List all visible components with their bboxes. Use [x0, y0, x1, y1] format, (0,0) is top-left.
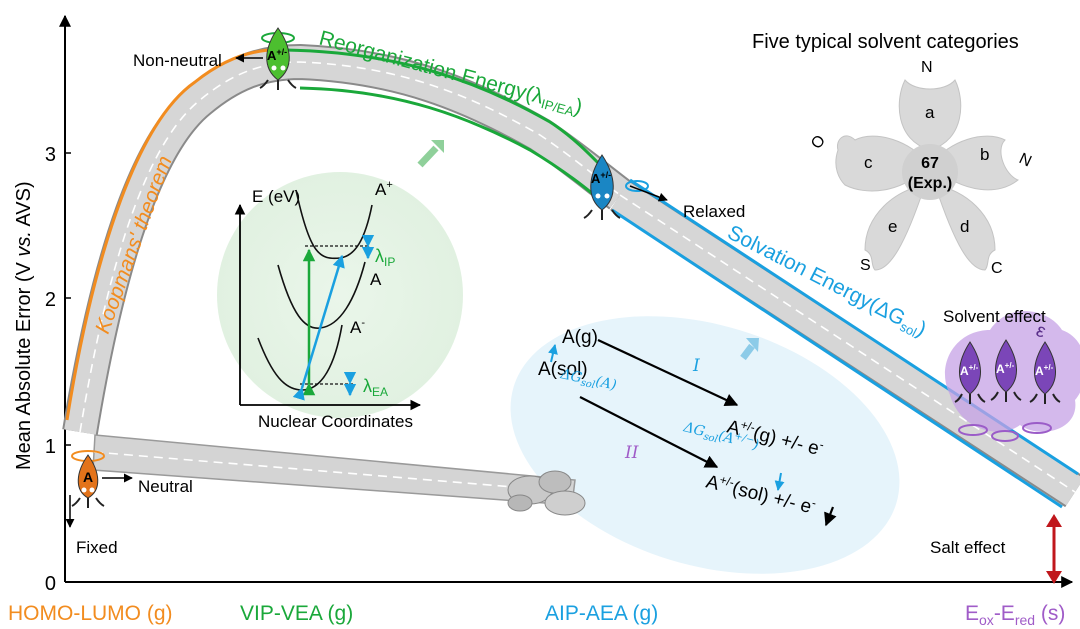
- mascot-solvent-cluster: A+/- A+/- A+/- ε: [945, 311, 1080, 442]
- x-category-labels: HOMO-LUMO (g) VIP-VEA (g) AIP-AEA (g) Eo…: [8, 602, 1065, 628]
- petal-label: c: [864, 153, 873, 172]
- solvent-mascot: A+/-: [1022, 341, 1061, 434]
- halo-icon: [625, 180, 649, 192]
- energy-inset-background: [217, 172, 463, 418]
- mascot-neutral-fixed: A: [65, 450, 133, 528]
- solvent-mascot: A+/-: [990, 339, 1022, 442]
- reorg-edge-bottom: [299, 86, 607, 207]
- solvent-flower: Five typical solvent categories 67 (Exp.…: [752, 31, 1034, 277]
- flower-center-value: 67: [921, 155, 939, 172]
- svg-text:A+/-: A+/-: [1035, 363, 1054, 378]
- reorg-edge-top: [284, 48, 609, 174]
- petal-e: [864, 184, 926, 271]
- lambda-ea-label: λEA: [363, 376, 388, 399]
- petal-label: a: [925, 103, 935, 122]
- inset-yaxis-label: E (eV): [252, 187, 300, 206]
- axes: 0 1 2 3 Mean Absolute Error (V vs. AVS): [13, 14, 1074, 595]
- atom-label: S: [860, 257, 871, 274]
- path-I-label: I: [692, 356, 700, 376]
- adiabatic-transition-arrow: [292, 254, 345, 401]
- main-road: [62, 43, 1080, 509]
- petal-d: [934, 184, 996, 271]
- uphill-arrow-icon: [740, 338, 759, 361]
- atom-label: N: [921, 59, 933, 76]
- label-Aminus: A-: [350, 317, 365, 337]
- svg-text:A: A: [83, 469, 93, 485]
- y-tick-label: 3: [45, 144, 56, 166]
- y-tick-label: 2: [45, 289, 56, 311]
- mascot-relaxed: A+/-: [583, 154, 668, 220]
- road-rubble: [507, 470, 586, 516]
- petal-label: b: [980, 145, 989, 164]
- petal-a: [898, 79, 962, 151]
- dG-sol-ion-label: ΔGsol(A+/−): [681, 418, 761, 455]
- Ag-label: A(g): [562, 327, 598, 348]
- salt-effect-label: Salt effect: [930, 538, 1006, 557]
- solvent-effect-label: Solvent effect: [943, 307, 1046, 326]
- non-neutral-label: Non-neutral: [133, 51, 222, 70]
- thermo-cycle-background: [510, 316, 900, 574]
- svg-text:A+/-: A+/-: [267, 47, 287, 63]
- flower-center-label: (Exp.): [908, 175, 952, 192]
- svg-text:A+/-: A+/-: [591, 170, 611, 186]
- y-tick-label: 1: [45, 436, 56, 458]
- atom-label: N: [1016, 150, 1034, 170]
- label-A: A: [370, 270, 382, 289]
- flower-title: Five typical solvent categories: [752, 31, 1019, 53]
- x-label-eox-ered: Eox-Ered (s): [965, 602, 1065, 628]
- neutral-road: [92, 434, 586, 516]
- petal-label: d: [960, 217, 969, 236]
- x-label-homo-lumo: HOMO-LUMO (g): [8, 602, 173, 625]
- x-label-aip-aea: AIP-AEA (g): [545, 602, 658, 625]
- path-II-label: II: [624, 443, 639, 463]
- x-label-vip-vea: VIP-VEA (g): [240, 602, 353, 625]
- solvent-mascot: A+/-: [954, 341, 988, 436]
- atom-label: C: [991, 260, 1003, 277]
- uphill-arrow-icon: [417, 140, 444, 168]
- Asol-label: A(sol): [538, 359, 588, 380]
- svg-text:A+/-: A+/-: [996, 361, 1015, 376]
- koopmans-edge: [65, 48, 286, 421]
- svg-text:A+/-: A+/-: [960, 363, 979, 378]
- lambda-ip-label: λIP: [375, 246, 395, 269]
- fixed-label: Fixed: [76, 538, 118, 557]
- dG-sol-A-label: ΔGsol(A): [558, 366, 618, 396]
- salt-effect-arrow: [1046, 514, 1062, 584]
- y-tick-label: 0: [45, 573, 56, 595]
- neutral-label: Neutral: [138, 477, 193, 496]
- mascot-non-neutral: A+/-: [235, 27, 297, 90]
- y-axis-label: Mean Absolute Error (V vs. AVS): [13, 181, 35, 470]
- relaxed-label: Relaxed: [683, 202, 745, 221]
- inset-xaxis-label: Nuclear Coordinates: [258, 412, 413, 431]
- atom-label: O: [808, 132, 829, 152]
- petal-label: e: [888, 217, 897, 236]
- solvation-edge-bottom: [611, 208, 1063, 509]
- label-Aplus: A+: [375, 179, 393, 199]
- energy-inset: E (eV) Nuclear Coordinates A+ A A- λIP λ…: [234, 179, 422, 431]
